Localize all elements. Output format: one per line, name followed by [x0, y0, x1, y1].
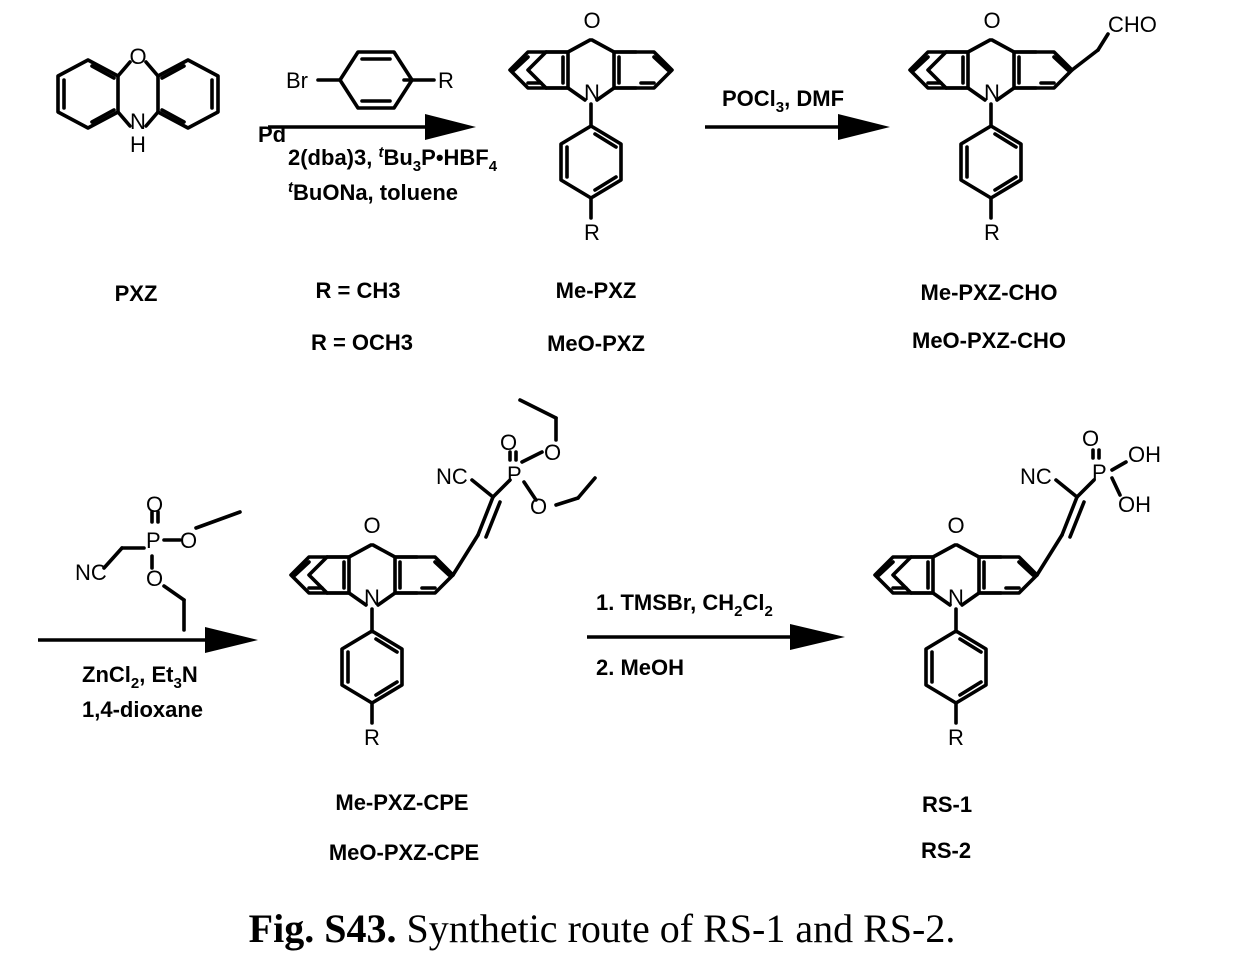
atom-p: P — [146, 528, 161, 553]
label-meo-pxz-cho: MeO-PXZ-CHO — [912, 328, 1066, 353]
atom-r: R — [984, 220, 1000, 245]
phosphonate-reagent-structure: NC P O O O — [75, 492, 242, 632]
group-cho: CHO — [1108, 12, 1157, 37]
atom-p: P — [507, 462, 522, 487]
step1-arrow — [268, 114, 476, 140]
atom-n: N — [948, 585, 964, 610]
step3-conditions-line2: 1,4-dioxane — [82, 697, 203, 722]
step1-conditions-line2: tBuONa, toluene — [288, 179, 458, 205]
label-meo-pxz: MeO-PXZ — [547, 331, 645, 356]
atom-r: R — [364, 725, 380, 750]
bromoarene-structure: Br R — [286, 50, 454, 110]
atom-n: N — [584, 80, 600, 105]
atom-o: O — [544, 440, 561, 465]
label-me-pxz-cho: Me-PXZ-CHO — [921, 280, 1058, 305]
me-pxz-cpe-structure: O N NC P O O O R — [289, 398, 597, 750]
step4-conditions-line2: 2. MeOH — [596, 655, 684, 680]
atom-o: O — [500, 430, 517, 455]
me-pxz-cho-structure: O N CHO R — [908, 8, 1157, 245]
label-me-pxz-cpe: Me-PXZ-CPE — [335, 790, 468, 815]
label-rs-2: RS-2 — [921, 838, 971, 863]
label-r-och3: R = OCH3 — [311, 330, 413, 355]
step2-conditions: POCl3, DMF — [722, 86, 844, 116]
figure-caption: Fig. S43. Synthetic route of RS-1 and RS… — [249, 906, 956, 951]
atom-n: N — [984, 80, 1000, 105]
pxz-structure: O N H — [56, 44, 220, 157]
step1-pd: Pd — [258, 122, 286, 147]
atom-o: O — [129, 44, 146, 69]
atom-n: N — [364, 585, 380, 610]
label-me-pxz: Me-PXZ — [556, 278, 637, 303]
atom-o: O — [146, 492, 163, 517]
atom-o: O — [583, 8, 600, 33]
step4-arrow — [587, 624, 845, 650]
group-nc: NC — [1020, 464, 1052, 489]
atom-r: R — [438, 68, 454, 93]
group-oh: OH — [1128, 442, 1161, 467]
atom-r: R — [584, 220, 600, 245]
group-oh: OH — [1118, 492, 1151, 517]
rs-structure: O N NC P O OH OH R — [873, 426, 1161, 750]
atom-n: N — [130, 109, 146, 134]
label-meo-pxz-cpe: MeO-PXZ-CPE — [329, 840, 479, 865]
step3-arrow — [38, 627, 258, 653]
label-pxz: PXZ — [115, 281, 158, 306]
atom-h: H — [130, 132, 146, 157]
group-nc: NC — [436, 464, 468, 489]
atom-o: O — [146, 566, 163, 591]
step4-conditions-line1: 1. TMSBr, CH2Cl2 — [596, 590, 773, 620]
label-rs-1: RS-1 — [922, 792, 972, 817]
atom-o: O — [983, 8, 1000, 33]
label-r-ch3: R = CH3 — [316, 278, 401, 303]
atom-o: O — [1082, 426, 1099, 451]
me-pxz-structure: O N R — [508, 8, 674, 245]
group-nc: NC — [75, 560, 107, 585]
atom-o: O — [180, 528, 197, 553]
atom-br: Br — [286, 68, 308, 93]
step3-conditions-line1: ZnCl2, Et3N — [82, 662, 198, 692]
atom-o: O — [530, 494, 547, 519]
step2-arrow — [705, 114, 890, 140]
atom-r: R — [948, 725, 964, 750]
atom-p: P — [1092, 460, 1107, 485]
atom-o: O — [363, 513, 380, 538]
atom-o: O — [947, 513, 964, 538]
step1-conditions-line1: 2(dba)3, tBu3P•HBF4 — [288, 144, 498, 175]
